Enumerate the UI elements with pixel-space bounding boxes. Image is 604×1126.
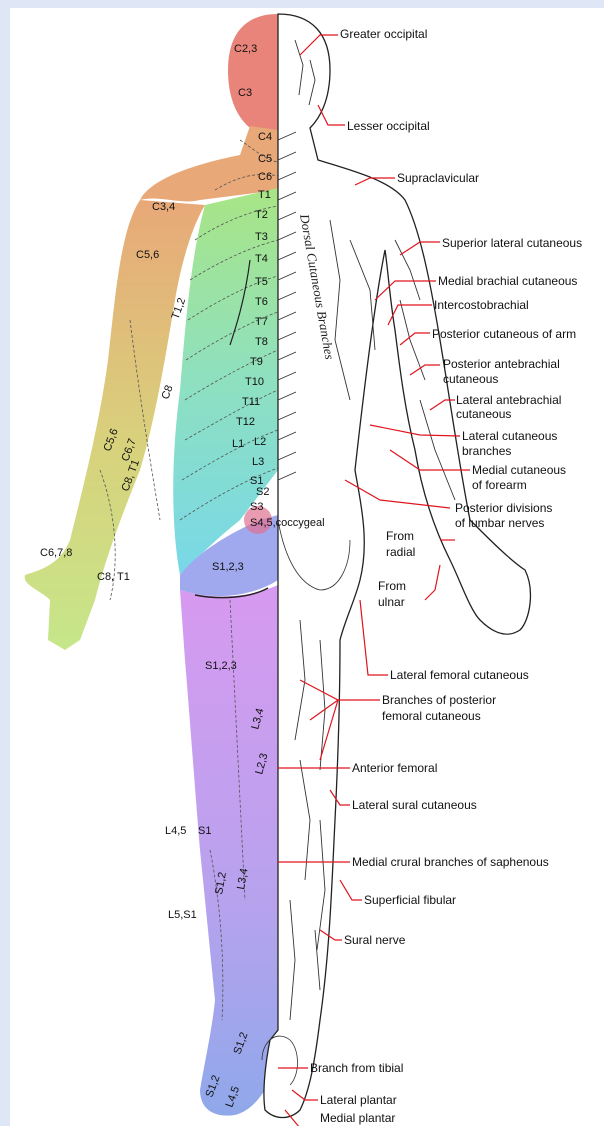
- label-s123-buttock: S1,2,3: [212, 561, 244, 573]
- label-s45: S4,5,coccygeal: [250, 517, 325, 529]
- label-posterior-divisions-2: of lumbar nerves: [455, 516, 544, 530]
- label-branch-from-tibial: Branch from tibial: [310, 1061, 403, 1075]
- label-posterior-antebrachial: Posterior antebrachial: [443, 357, 560, 371]
- label-medial-brachial-cutaneous: Medial brachial cutaneous: [438, 274, 577, 288]
- label-l1: L1: [232, 438, 244, 450]
- label-c8t1-hand: C8, T1: [97, 571, 130, 583]
- label-from-ulnar-2: ulnar: [378, 595, 405, 609]
- label-t12: T12: [236, 416, 255, 428]
- label-lateral-antebrachial-2: cutaneous: [456, 407, 511, 421]
- label-lateral-cutaneous-branches: Lateral cutaneous: [462, 429, 557, 443]
- label-c5: C5: [258, 153, 272, 165]
- label-l5s1: L5,S1: [168, 909, 197, 921]
- label-s2: S2: [256, 486, 269, 498]
- label-supraclavicular: Supraclavicular: [397, 171, 479, 185]
- label-t8: T8: [255, 336, 268, 348]
- label-superior-lateral-cutaneous: Superior lateral cutaneous: [442, 236, 582, 250]
- label-c23: C2,3: [234, 43, 257, 55]
- label-t10: T10: [245, 376, 264, 388]
- label-from-radial-2: radial: [386, 545, 415, 559]
- label-c4: C4: [258, 131, 272, 143]
- label-posterior-cutaneous-arm: Posterior cutaneous of arm: [432, 327, 576, 341]
- label-l3: L3: [252, 456, 264, 468]
- label-t5: T5: [255, 276, 268, 288]
- label-medial-cutaneous-forearm-2: of forearm: [472, 478, 527, 492]
- label-superficial-fibular: Superficial fibular: [364, 893, 456, 907]
- label-t1: T1: [258, 189, 271, 201]
- label-greater-occipital: Greater occipital: [340, 27, 427, 41]
- label-from-ulnar: From: [378, 579, 406, 593]
- label-branches-posterior-femoral-2: femoral cutaneous: [382, 709, 481, 723]
- label-medial-crural-saphenous: Medial crural branches of saphenous: [352, 855, 549, 869]
- label-posterior-antebrachial-2: cutaneous: [443, 372, 498, 386]
- label-c34: C3,4: [152, 201, 175, 213]
- label-c3: C3: [238, 87, 252, 99]
- label-lateral-femoral-cutaneous: Lateral femoral cutaneous: [390, 668, 529, 682]
- label-lateral-sural-cutaneous: Lateral sural cutaneous: [352, 798, 477, 812]
- label-anterior-femoral: Anterior femoral: [352, 761, 437, 775]
- label-medial-cutaneous-forearm: Medial cutaneous: [472, 463, 566, 477]
- label-t11: T11: [242, 396, 260, 408]
- label-t3: T3: [255, 231, 268, 243]
- label-l2: L2: [254, 436, 266, 448]
- label-lateral-plantar: Lateral plantar: [320, 1093, 397, 1107]
- label-medial-plantar: Medial plantar: [320, 1111, 395, 1125]
- label-intercostobrachial: Intercostobrachial: [434, 298, 529, 312]
- label-from-radial: From: [386, 529, 414, 543]
- label-t9: T9: [250, 356, 263, 368]
- label-c56-shoulder: C5,6: [136, 249, 159, 261]
- label-t6: T6: [255, 296, 268, 308]
- label-t7: T7: [255, 316, 268, 328]
- label-sural-nerve: Sural nerve: [344, 933, 406, 947]
- label-s1-leg: S1: [198, 825, 211, 837]
- label-l45: L4,5: [165, 825, 186, 837]
- label-posterior-divisions: Posterior divisions: [455, 501, 552, 515]
- label-branches-posterior-femoral: Branches of posterior: [382, 693, 496, 707]
- label-c678: C6,7,8: [40, 547, 72, 559]
- label-lateral-cutaneous-branches-2: branches: [462, 444, 511, 458]
- label-t4: T4: [255, 253, 268, 265]
- label-s123-thigh: S1,2,3: [205, 660, 237, 672]
- label-lateral-antebrachial: Lateral antebrachial: [456, 393, 561, 407]
- label-c6: C6: [258, 171, 272, 183]
- label-s3: S3: [250, 501, 263, 513]
- label-t2: T2: [255, 209, 268, 221]
- label-lesser-occipital: Lesser occipital: [347, 119, 430, 133]
